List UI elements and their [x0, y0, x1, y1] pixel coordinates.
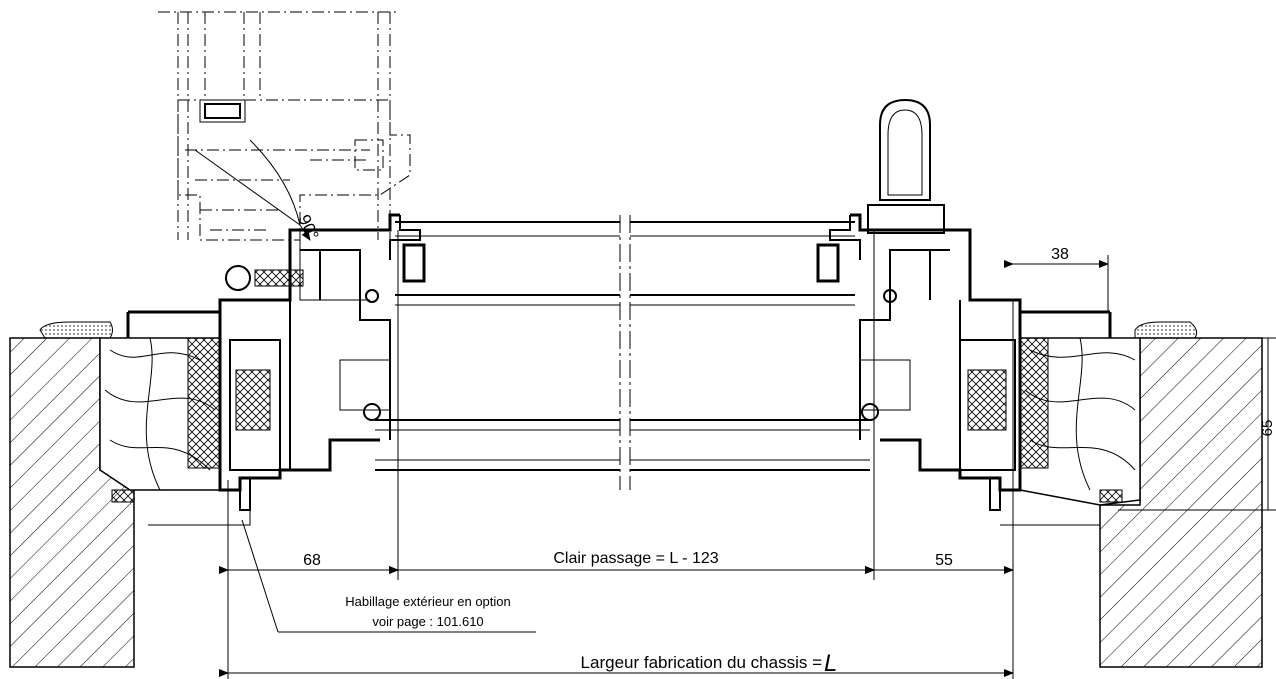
dimension-lines	[219, 260, 1109, 677]
vertical-dimension	[1118, 337, 1276, 511]
dim-overall-symbol: L	[824, 650, 837, 677]
right-frame-profile	[816, 213, 1112, 526]
annotation-leader	[241, 519, 536, 633]
dim-left-offset: 68	[303, 552, 321, 569]
right-handle	[867, 98, 945, 234]
glazing-unit	[375, 215, 870, 490]
angle-label: 90°	[294, 212, 322, 243]
open-sash-dashed	[158, 11, 411, 241]
dim-clear-passage: Clair passage = L - 123	[553, 550, 718, 567]
left-frame-profile	[126, 213, 426, 526]
left-wood-frame	[39, 321, 221, 503]
dim-vertical-label: 65	[1259, 420, 1276, 437]
annotation-line-1: Habillage extérieur en option	[345, 594, 511, 609]
annotation-line-2: voir page : 101.610	[372, 614, 483, 629]
dim-overall-label: Largeur fabrication du chassis =	[581, 653, 823, 672]
right-wood-frame	[1019, 321, 1198, 506]
dim-top-right: 38	[1051, 246, 1069, 263]
dim-right-offset: 55	[935, 552, 953, 569]
